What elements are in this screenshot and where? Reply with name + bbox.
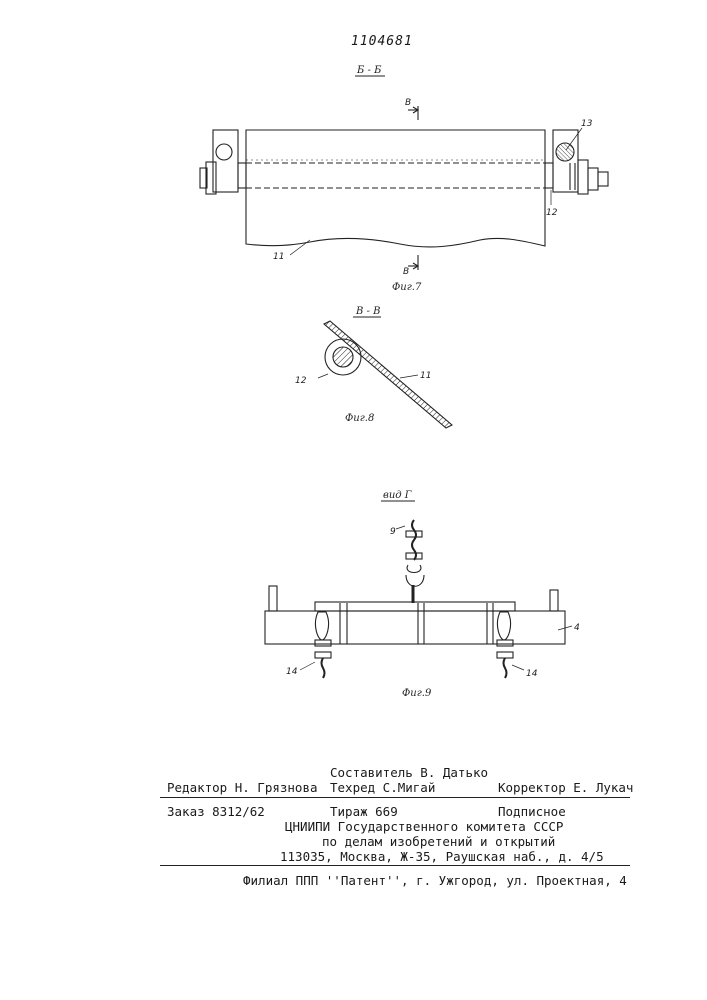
imprint-corrector: Корректор Е. Лукач — [498, 780, 633, 795]
fig7-section-label: Б - Б — [356, 65, 382, 76]
fig9-label-9: 9 — [390, 527, 396, 537]
imprint-rule-1 — [160, 797, 630, 798]
fig9-label-14-right: 14 — [526, 669, 538, 679]
imprint-editor: Редактор Н. Грязнова — [167, 780, 318, 795]
fig7-label-13: 13 — [581, 119, 593, 129]
main-beam — [265, 611, 565, 644]
imprint-subscription: Подписное — [498, 804, 566, 819]
fig8-label-12: 12 — [295, 376, 307, 386]
fig7-label-12: 12 — [546, 208, 558, 218]
left-hook — [315, 612, 328, 640]
imprint-circulation: Тираж 669 — [330, 804, 398, 819]
fig9-label-4: 4 — [574, 623, 580, 633]
imprint-compiler: Составитель В. Датько — [330, 765, 488, 780]
fig9-label-14-left: 14 — [286, 667, 298, 677]
fig9-view-label: вид Г — [383, 490, 412, 501]
left-bracket — [213, 130, 238, 192]
fig8-section-label: В - В — [355, 306, 380, 317]
imprint-order: Заказ 8312/62 — [167, 804, 265, 819]
fig9-caption: Фиг.9 — [402, 688, 432, 699]
fig7-caption: Фиг.7 — [392, 282, 422, 293]
imprint-org-line1: ЦНИИПИ Государственного комитета СССР — [285, 819, 563, 834]
figure-7: Б - Б В 13 12 11 — [200, 65, 608, 293]
right-hook — [497, 612, 510, 640]
fig8-caption: Фиг.8 — [345, 413, 374, 424]
imprint-techeditor: Техред С.Мигай — [330, 780, 435, 795]
fig7-label-11: 11 — [273, 252, 284, 262]
imprint-org-line2: по делам изобретений и открытий — [322, 834, 555, 849]
top-chain — [412, 520, 416, 560]
imprint-address: 113035, Москва, Ж-35, Раушская наб., д. … — [280, 849, 604, 864]
figure-9: вид Г 9 14 14 — [265, 490, 580, 699]
fig8-label-11: 11 — [420, 371, 431, 381]
figure-8: В - В 12 11 Фиг.8 — [295, 306, 452, 428]
top-plate — [315, 602, 515, 611]
imprint-branch: Филиал ППП ''Патент'', г. Ужгород, ул. П… — [243, 873, 627, 888]
fig7-cut-mark-bottom: В — [403, 267, 409, 277]
imprint-rule-2 — [160, 865, 630, 866]
fig7-cut-mark-top: В — [405, 98, 411, 108]
